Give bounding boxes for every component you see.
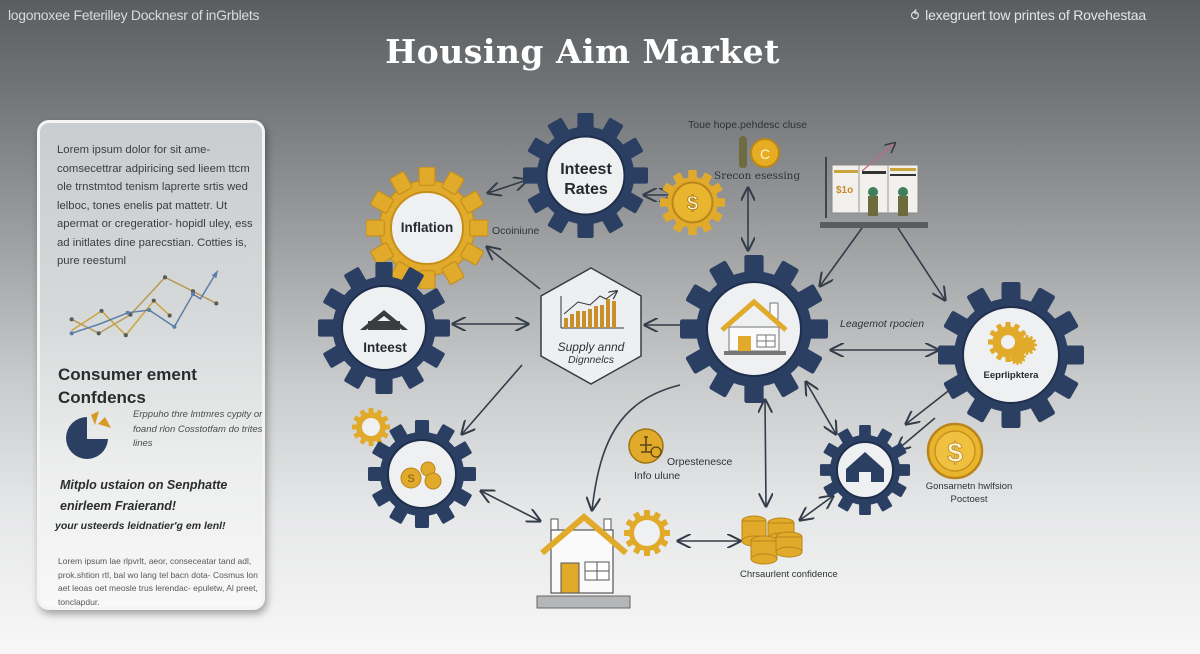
gold-gear-bottom-icon — [624, 510, 670, 556]
supply-demand-hexagon — [540, 267, 642, 385]
card-heading: Consumer ement Confdencs — [58, 365, 197, 407]
inflation-side-label: Ocoiniune — [492, 225, 540, 237]
top-right-caption-text: lexegruert tow printes of Rovehestaa — [925, 7, 1146, 23]
house-gear-icon — [680, 255, 828, 403]
interest-rates-gear-icon — [523, 113, 648, 238]
inflation-gear-icon — [366, 167, 488, 289]
coin-stacks-icon — [741, 515, 803, 565]
influence-coin-icon — [628, 428, 664, 464]
top-right-caption: ⥀ lexegruert tow printes of Rovehestaa — [910, 7, 1146, 24]
coin-letter: C — [760, 146, 770, 162]
dashboard-price: $1o — [836, 185, 853, 196]
card-footer-text: Lorem ipsum lae rlpvrlt, aeor, conseceat… — [58, 556, 258, 607]
house-icon-bottom — [536, 513, 631, 609]
employment-gear-icon — [938, 282, 1084, 428]
coins-gear-icon: S — [368, 420, 476, 528]
refresh-icon: ⥀ — [910, 8, 920, 23]
middle-label: Leagemot rpocien — [840, 318, 925, 330]
inflation-label: Inflation — [400, 220, 454, 235]
pie-chart-icon — [66, 411, 111, 459]
dashboard-icon — [820, 143, 928, 228]
card-callout: Mitplo ustaion on Senphatte enirleem Fra… — [60, 478, 228, 513]
big-coin-symbol: $ — [947, 437, 963, 468]
person-coin-icon — [739, 136, 780, 168]
card-callout-sub: your usteerds leidnatier'g em lenl! — [55, 520, 226, 532]
card-intro-text: Lorem ipsum dolor for sit ame- comsecett… — [57, 144, 253, 267]
interest-rates-label: Inteest Rates — [560, 161, 612, 198]
top-left-caption: logonoxee Feterilley Docknesr of inGrble… — [8, 7, 260, 23]
dollar-gear-icon: $ — [660, 170, 725, 235]
pie-description: Erppuho thre lmtmres cypity or foand rlo… — [133, 409, 263, 449]
big-coin-label: Gonsarnetn hwlfsion Poctoest — [925, 481, 1013, 505]
interest-gear-icon — [318, 262, 450, 394]
top-person-title: Toue hope.pehdesc cluse — [688, 119, 808, 131]
interest-label: Inteest — [363, 340, 407, 355]
line-chart-icon — [69, 269, 219, 338]
influence-label-1: Orpestenesce — [667, 456, 733, 468]
page-title: Housing Aim Market — [385, 32, 780, 71]
influence-label-2: Info ulune — [634, 470, 681, 482]
svg-text:$: $ — [687, 193, 698, 215]
svg-text:S: S — [407, 473, 414, 485]
small-house-gear-icon — [820, 425, 910, 515]
sidebar-info-card: Lorem ipsum dolor for sit ame- comsecett… — [37, 120, 265, 610]
supply-label: Supply annd Dignnelcs — [557, 340, 625, 366]
consumer-confidence-label: Chrsaurlent confidence — [740, 569, 838, 580]
big-dollar-coin-icon — [926, 422, 984, 480]
employment-label: Eeprlipktera — [983, 370, 1039, 381]
top-person-caption: Srecon esessing — [714, 170, 801, 182]
small-gold-gear-icon — [352, 408, 390, 446]
